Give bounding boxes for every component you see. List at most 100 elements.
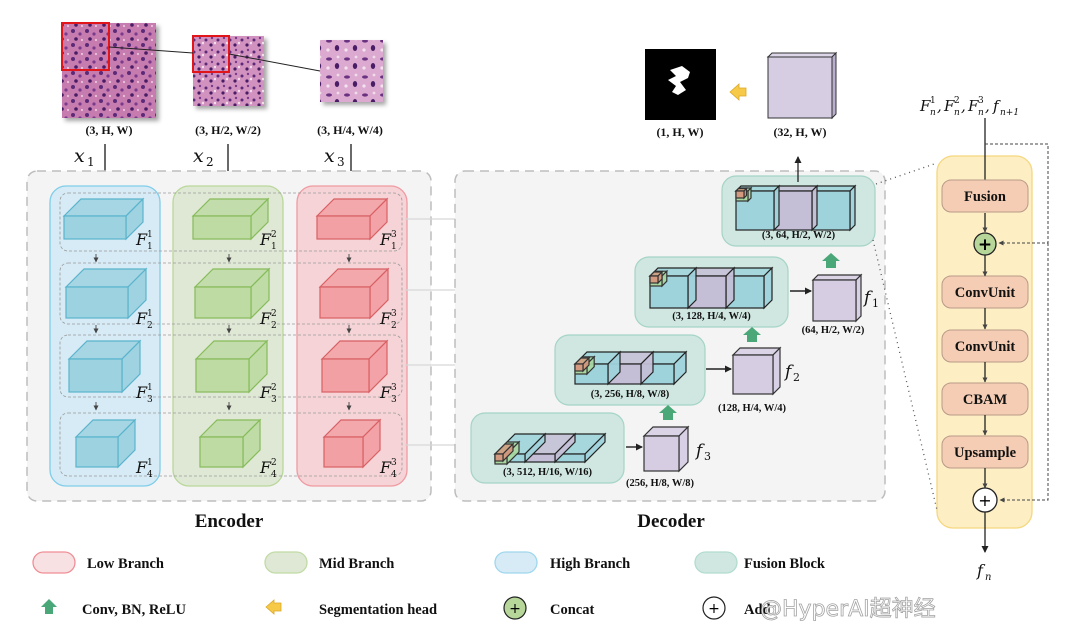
cube-top <box>811 274 863 281</box>
cube-front <box>574 363 584 372</box>
math-var: f <box>694 441 705 461</box>
fusion-detail-input-label: F 1 n , F 2 n , F 3 n , f n+1 <box>919 96 1019 118</box>
mask-label: (1, H, W) <box>656 125 703 139</box>
cube-front <box>65 286 129 319</box>
legend-item-segmentation-head: Segmentation head <box>265 599 437 618</box>
math-sup: 2 <box>271 383 277 393</box>
feature-shape-label: (128, H/4, W/4) <box>718 403 787 414</box>
legend-item-concat: + Concat <box>503 596 594 620</box>
math-sup: 3 <box>391 230 397 240</box>
cube-front <box>195 358 250 393</box>
encoder-cube-r3-high <box>67 339 142 394</box>
fusion-segment-3 <box>810 184 857 232</box>
math-sub: 4 <box>271 470 277 480</box>
zoom-link-2 <box>228 53 321 72</box>
math-var: F <box>259 383 272 402</box>
math-var: f <box>783 362 794 382</box>
cube-top <box>772 185 819 192</box>
cube-front <box>735 190 745 199</box>
fusion-segment-2 <box>772 184 819 232</box>
svg-text:Add: Add <box>744 602 771 618</box>
svg-text:n: n <box>978 108 984 118</box>
encoder-stage-1 <box>59 192 403 252</box>
input-var-x3: x 3 <box>324 145 345 169</box>
math-sub: 1 <box>391 242 397 252</box>
cube-side <box>763 266 773 310</box>
encoder-cube-r3-mid <box>194 339 269 394</box>
fusion-block-label: (3, 512, H/16, W/16) <box>503 467 593 478</box>
math-sub: 3 <box>271 395 277 405</box>
input-shape-label-x2: (3, H/2, W/2) <box>195 123 261 137</box>
branch-high <box>49 185 161 487</box>
concat-node: + <box>973 213 997 277</box>
zoom-box-x1 <box>61 22 110 71</box>
legend-item-add: + Add <box>702 596 771 620</box>
encoder-cube-r1-low <box>315 197 389 241</box>
step-label: Fusion <box>964 189 1006 205</box>
fusion-block-label: (3, 128, H/4, W/4) <box>672 311 751 322</box>
cube-side <box>811 184 818 232</box>
math-sup: 2 <box>271 458 277 468</box>
svg-text:f: f <box>976 561 986 580</box>
fusion-step-convunit-3: ConvUnit <box>941 329 1029 383</box>
encoder-cube-r2-mid <box>193 267 271 320</box>
math-var: F <box>379 230 392 249</box>
concat-legend-icon <box>503 596 527 620</box>
math-var: F <box>135 309 148 328</box>
math-sup: 2 <box>271 309 277 319</box>
cube-front <box>199 436 244 468</box>
svg-text:Segmentation head: Segmentation head <box>319 602 437 618</box>
fusion-block-4: (3, 512, H/16, W/16) <box>470 412 625 484</box>
cube-side <box>855 273 862 323</box>
math-sub: 3 <box>391 395 397 405</box>
math-var: F <box>259 458 272 477</box>
svg-text:1: 1 <box>87 155 95 169</box>
cube-top <box>810 185 857 192</box>
branch-low <box>296 185 408 487</box>
step-label: ConvUnit <box>955 339 1016 355</box>
cube-front <box>321 358 370 393</box>
fusion-step-cbam-4: CBAM <box>941 382 1029 436</box>
svg-text:,: , <box>961 97 966 115</box>
cube-front <box>649 275 659 284</box>
svg-text:f: f <box>992 97 1001 115</box>
inner-low-cube <box>648 270 664 285</box>
math-sup: 3 <box>391 309 397 319</box>
math-var: F <box>379 458 392 477</box>
conv-bn-relu-arrow-icon <box>743 327 761 342</box>
feature-shape-label: (64, H/2, W/2) <box>802 325 865 336</box>
output-feature-label: (32, H, W) <box>773 125 826 139</box>
cube-top <box>731 347 782 356</box>
svg-text:Concat: Concat <box>550 602 594 618</box>
add-legend-icon <box>702 596 726 620</box>
math-var: F <box>135 230 148 249</box>
encoder-cube-r1-high <box>62 197 145 241</box>
cube-side <box>849 184 856 232</box>
encoder-cube-r3-low <box>320 339 389 394</box>
encoder-cube-r1-mid <box>191 197 270 241</box>
residual-path <box>985 143 1049 246</box>
encoder-cube-r2-low <box>318 267 390 320</box>
svg-text:+: + <box>509 601 521 617</box>
svg-text:n: n <box>985 572 991 583</box>
svg-text:n+1: n+1 <box>1000 108 1019 118</box>
math-sup: 2 <box>271 230 277 240</box>
encoder-stage-3 <box>59 334 403 398</box>
step-box <box>941 179 1029 213</box>
cube-front <box>494 453 504 462</box>
fusion-block-label: (3, 64, H/2, W/2) <box>762 230 836 241</box>
legend-item-high-branch: High Branch <box>494 551 630 574</box>
decoder-title: Decoder <box>637 511 705 532</box>
math-sub: 2 <box>793 371 800 384</box>
cube-front <box>192 215 252 240</box>
math-sup: 1 <box>147 230 153 240</box>
fusion-block-1: (3, 64, H/2, W/2) <box>721 175 876 247</box>
cube-front <box>316 215 371 240</box>
input-var-x2: x 2 <box>193 145 214 169</box>
cube-side <box>687 266 697 310</box>
cube-front <box>68 358 123 393</box>
